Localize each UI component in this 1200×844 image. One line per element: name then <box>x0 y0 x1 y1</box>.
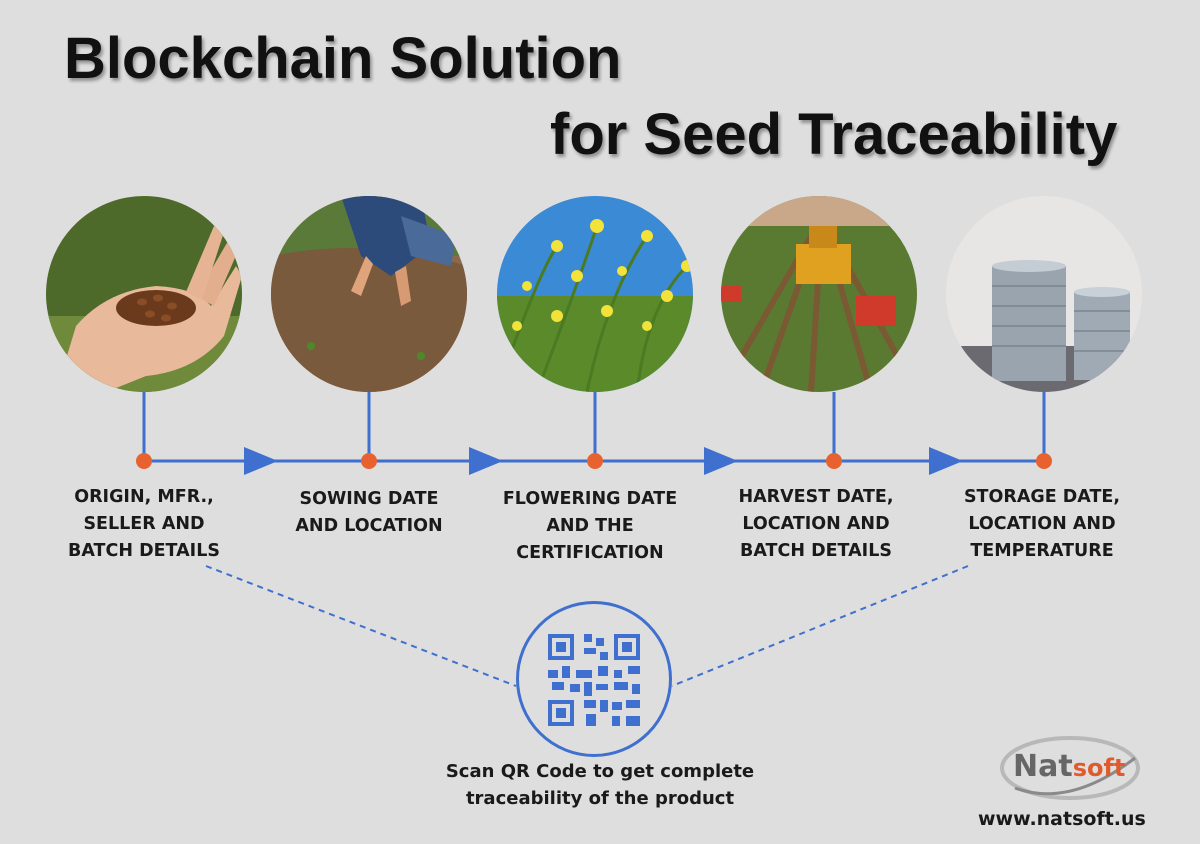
logo-text-main: Nat <box>1013 749 1073 784</box>
arrow-icon-3 <box>704 447 738 475</box>
step-label-origin: ORIGIN, MFR., SELLER AND BATCH DETAILS <box>68 487 220 561</box>
step-dot-4 <box>826 453 842 469</box>
arrow-icon-2 <box>469 447 503 475</box>
qr-caption-line-2: traceability of the product <box>465 788 735 809</box>
logo-wordmark: Natsoft <box>1013 752 1125 783</box>
step-label-storage: STORAGE DATE, LOCATION AND TEMPERATURE <box>963 487 1121 561</box>
step-label-flowering: FLOWERING DATE AND THE CERTIFICATION <box>502 489 678 563</box>
qr-caption-line-1: Scan QR Code to get complete <box>445 761 755 782</box>
logo-swoosh-icon <box>1000 736 1140 800</box>
dashed-line-left <box>205 565 517 687</box>
arrow-icon-4 <box>929 447 963 475</box>
qr-caption: Scan QR Code to get complete traceabilit… <box>380 758 820 812</box>
step-dot-3 <box>587 453 603 469</box>
step-dot-5 <box>1036 453 1052 469</box>
photo-hand-seeds <box>46 196 242 392</box>
step-dot-1 <box>136 453 152 469</box>
website-link[interactable]: www.natsoft.us <box>978 808 1146 830</box>
qr-code-icon <box>548 634 640 726</box>
step-dot-2 <box>361 453 377 469</box>
qr-code-badge[interactable] <box>516 601 672 757</box>
title-line-1: Blockchain Solution <box>64 26 622 91</box>
arrow-icon-1 <box>244 447 278 475</box>
step-label-sowing: SOWING DATE AND LOCATION <box>295 489 443 536</box>
title-line-2: for Seed Traceability <box>550 102 1118 167</box>
step-label-harvest: HARVEST DATE, LOCATION AND BATCH DETAILS <box>738 487 894 561</box>
logo-text-accent: soft <box>1072 754 1126 782</box>
natsoft-logo: Natsoft <box>995 728 1145 804</box>
dashed-line-right <box>671 565 969 687</box>
